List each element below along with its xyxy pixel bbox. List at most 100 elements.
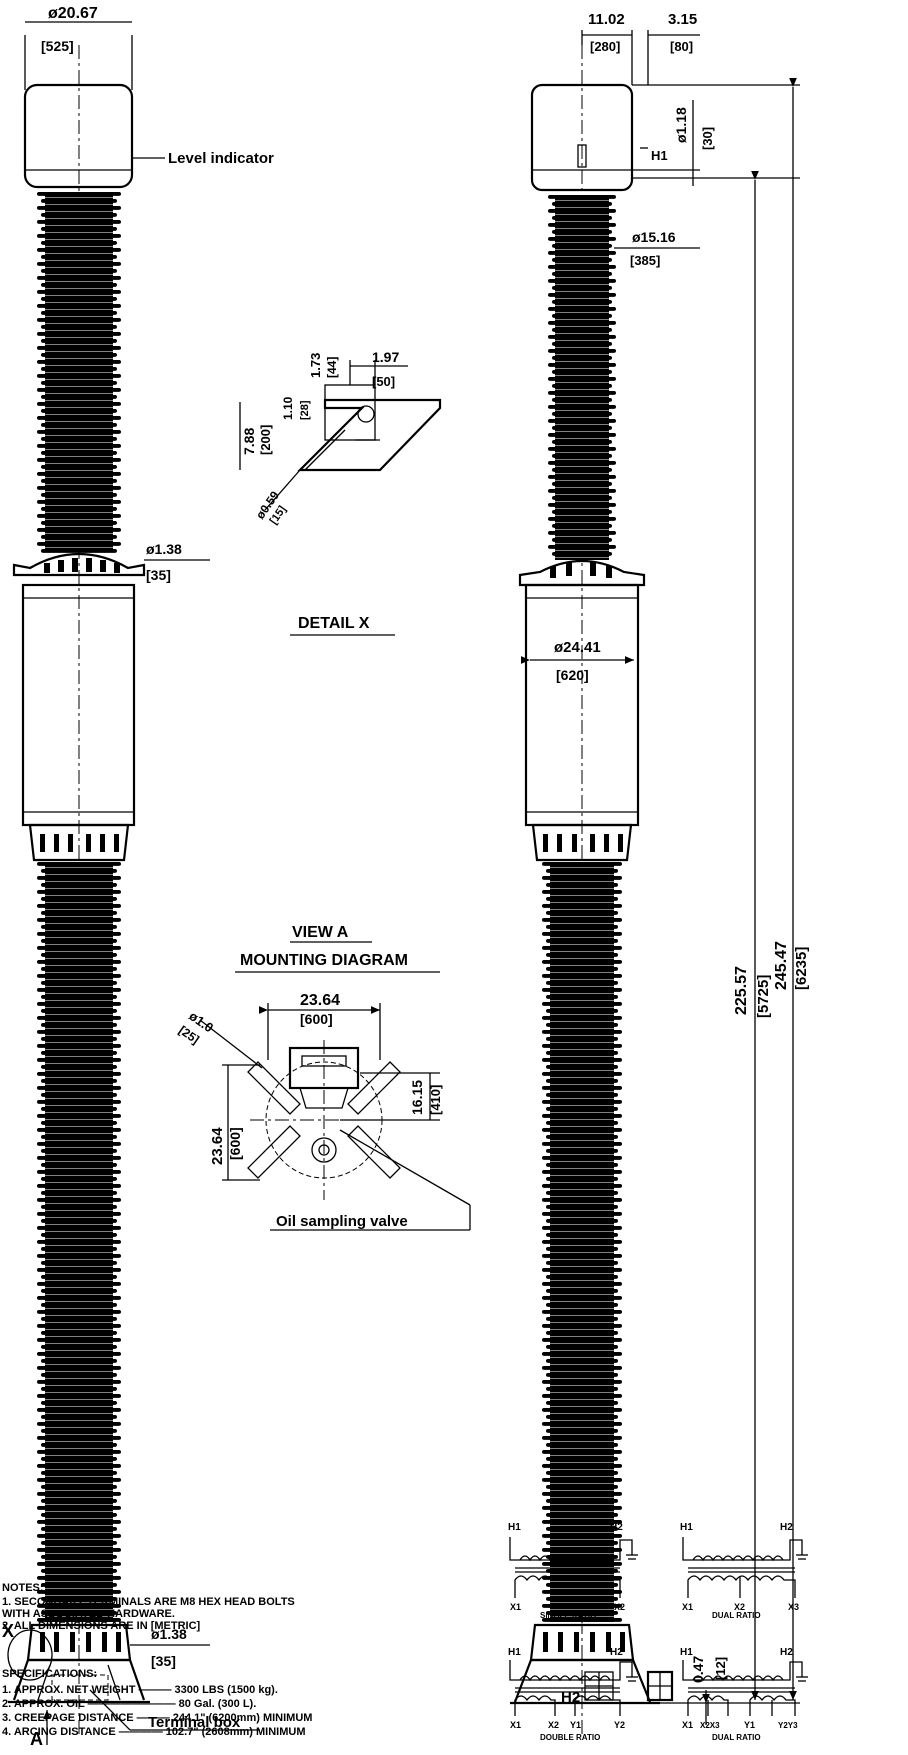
porcelain-shed — [37, 1394, 121, 1398]
porcelain-shed — [548, 209, 616, 213]
h1-terminal-label: H1 — [651, 148, 668, 163]
svg-text:X1: X1 — [682, 1602, 693, 1612]
porcelain-shed — [552, 510, 612, 514]
svg-text:H2: H2 — [610, 1522, 623, 1533]
porcelain-shed — [542, 1324, 622, 1328]
porcelain-shed — [41, 883, 117, 887]
porcelain-shed — [548, 461, 616, 465]
porcelain-shed — [37, 458, 121, 462]
offset-label: 3.15 — [668, 11, 697, 28]
porcelain-shed — [542, 1338, 622, 1342]
porcelain-shed — [37, 1156, 121, 1160]
porcelain-shed — [546, 883, 618, 887]
notes-heading: NOTES: — [2, 1582, 44, 1594]
left-expansion-cap — [23, 83, 134, 189]
porcelain-shed — [37, 1128, 121, 1132]
porcelain-shed — [41, 925, 117, 929]
porcelain-shed — [37, 1170, 121, 1174]
porcelain-shed — [542, 1044, 622, 1048]
height-a-metric-label: [5725] — [755, 975, 772, 1018]
porcelain-shed — [546, 1051, 618, 1055]
porcelain-shed — [37, 402, 121, 406]
porcelain-shed — [548, 335, 616, 339]
porcelain-shed — [37, 542, 121, 546]
base-dia-metric-label: [35] — [151, 1653, 176, 1669]
porcelain-shed — [41, 1051, 117, 1055]
porcelain-shed — [37, 332, 121, 336]
porcelain-shed — [41, 1373, 117, 1377]
porcelain-shed — [37, 988, 121, 992]
porcelain-shed — [37, 1324, 121, 1328]
porcelain-shed — [546, 1107, 618, 1111]
porcelain-shed — [546, 1275, 618, 1279]
view-a-height-metric: [600] — [227, 1127, 243, 1160]
porcelain-dia-metric-label: [385] — [630, 253, 660, 268]
porcelain-shed — [37, 444, 121, 448]
porcelain-shed — [548, 503, 616, 507]
porcelain-shed — [37, 472, 121, 476]
porcelain-shed — [37, 890, 121, 894]
porcelain-shed — [41, 199, 117, 203]
porcelain-shed — [542, 1394, 622, 1398]
porcelain-shed — [546, 1191, 618, 1195]
porcelain-shed — [546, 1499, 618, 1503]
porcelain-shed — [552, 454, 612, 458]
porcelain-shed — [546, 1345, 618, 1349]
porcelain-shed — [37, 262, 121, 266]
porcelain-shed — [552, 286, 612, 290]
porcelain-shed — [548, 251, 616, 255]
right-elevation-view: 11.02 [280] 3.15 [80] ø1.18 [30] H1 ø15.… — [510, 11, 810, 1735]
svg-text:DOUBLE RATIO: DOUBLE RATIO — [540, 1733, 600, 1742]
porcelain-shed — [41, 241, 117, 245]
view-a-title: VIEW A — [292, 924, 349, 941]
porcelain-shed — [542, 1128, 622, 1132]
porcelain-shed — [41, 1303, 117, 1307]
notes-item-1: 1. SECONDARY TERMINALS ARE M8 HEX HEAD B… — [2, 1596, 295, 1608]
porcelain-shed — [37, 514, 121, 518]
terminal-box-hidden — [51, 1674, 109, 1701]
porcelain-shed — [542, 960, 622, 964]
porcelain-shed — [546, 995, 618, 999]
schematic-single-ratio: H1 H2 X1 X2 SINGLE RATIO — [508, 1522, 638, 1620]
svg-text:DUAL RATIO: DUAL RATIO — [712, 1733, 761, 1742]
porcelain-shed — [37, 1352, 121, 1356]
porcelain-shed — [546, 1527, 618, 1531]
porcelain-shed — [41, 535, 117, 539]
svg-text:H1: H1 — [680, 1522, 693, 1533]
svg-text:DUAL RATIO: DUAL RATIO — [712, 1611, 761, 1620]
height-b-label: 245.47 — [773, 941, 790, 990]
porcelain-shed — [552, 482, 612, 486]
porcelain-shed — [542, 1114, 622, 1118]
porcelain-shed — [41, 1387, 117, 1391]
porcelain-shed — [542, 876, 622, 880]
porcelain-shed — [552, 272, 612, 276]
porcelain-shed — [552, 244, 612, 248]
svg-text:X2: X2 — [614, 1602, 625, 1612]
porcelain-shed — [542, 1506, 622, 1510]
porcelain-shed — [546, 1135, 618, 1139]
porcelain-shed — [546, 1009, 618, 1013]
porcelain-shed — [41, 1177, 117, 1181]
svg-text:X3: X3 — [788, 1602, 799, 1612]
porcelain-shed — [41, 981, 117, 985]
porcelain-shed — [548, 265, 616, 269]
porcelain-shed — [37, 360, 121, 364]
offset-metric-label: [80] — [670, 39, 693, 54]
porcelain-shed — [37, 918, 121, 922]
porcelain-shed — [37, 1590, 121, 1594]
porcelain-shed — [542, 1268, 622, 1272]
porcelain-shed — [548, 517, 616, 521]
porcelain-shed — [37, 1296, 121, 1300]
porcelain-shed — [552, 328, 612, 332]
porcelain-shed — [41, 1513, 117, 1517]
porcelain-shed — [37, 1618, 121, 1622]
porcelain-shed — [41, 1443, 117, 1447]
porcelain-shed — [37, 290, 121, 294]
porcelain-shed — [37, 1030, 121, 1034]
porcelain-shed — [41, 897, 117, 901]
porcelain-shed — [546, 1373, 618, 1377]
porcelain-shed — [41, 911, 117, 915]
porcelain-shed — [37, 1086, 121, 1090]
porcelain-shed — [41, 395, 117, 399]
